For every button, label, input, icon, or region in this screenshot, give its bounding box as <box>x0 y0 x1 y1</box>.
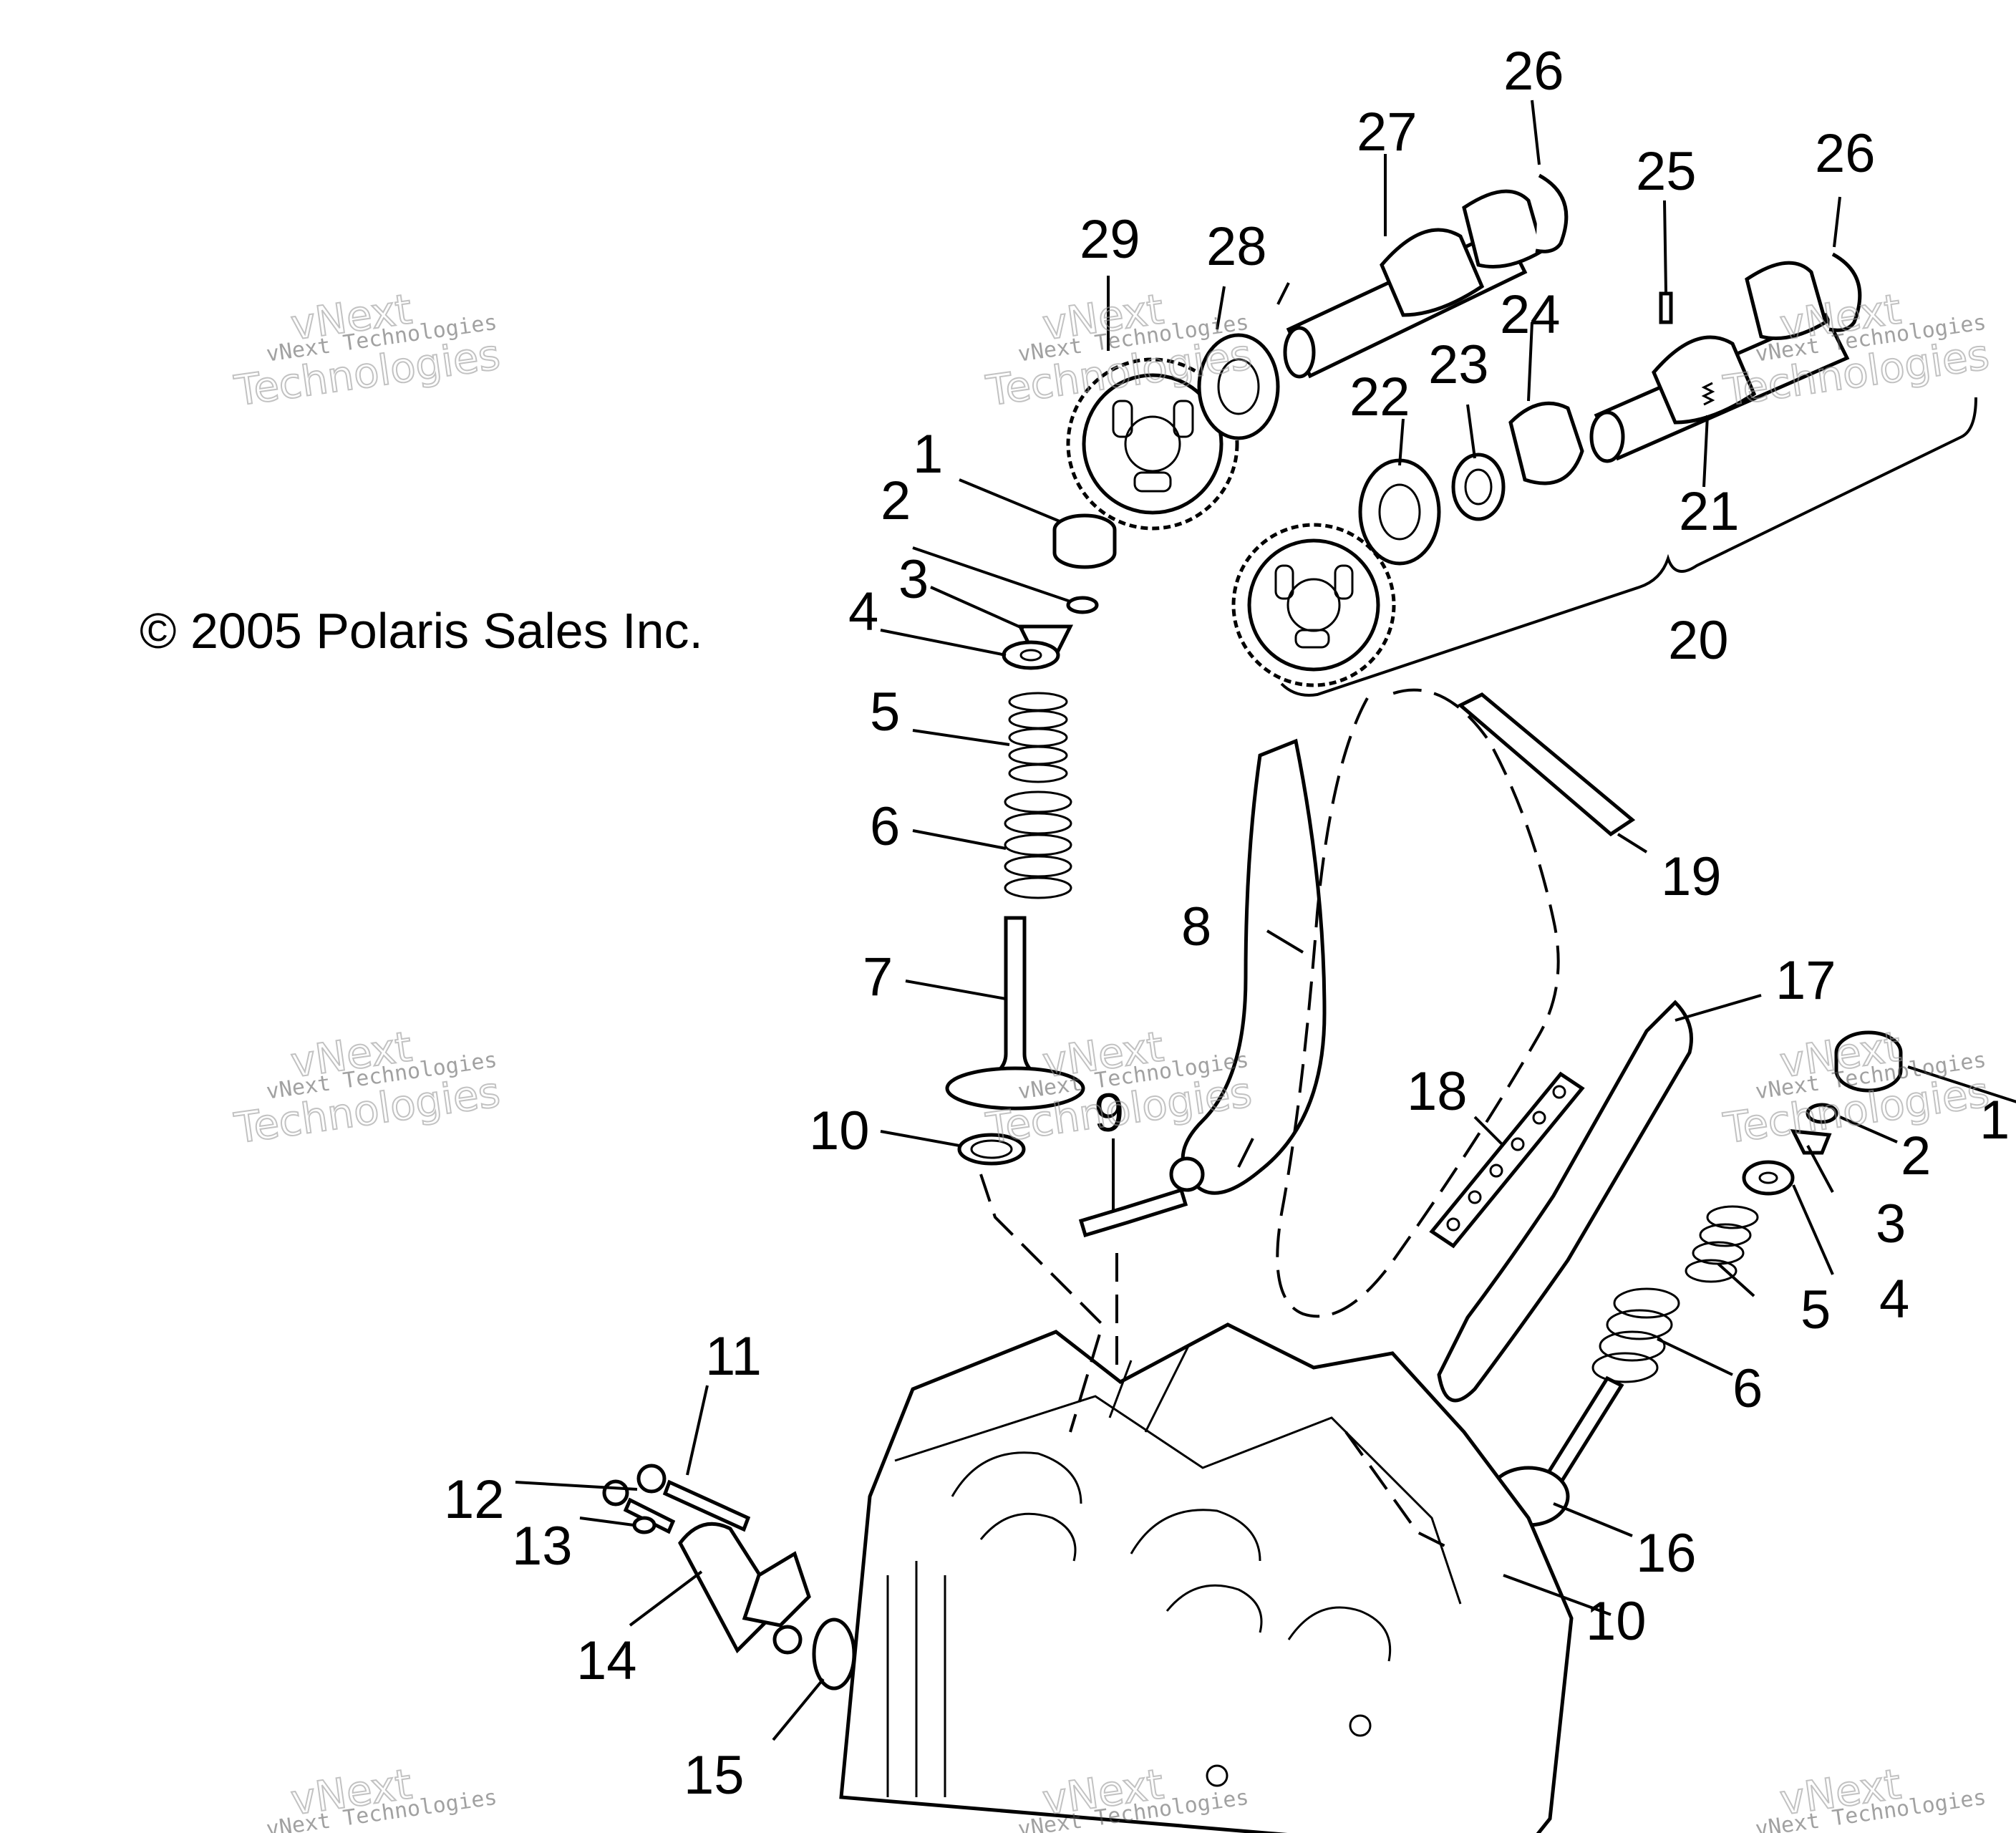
watermark: vNext vNext Technologies Technologies <box>231 1021 503 1154</box>
tensioner <box>602 1464 856 1691</box>
callout-14: 14 <box>576 1630 637 1691</box>
cylinder-head <box>839 1322 1574 1833</box>
left-valve-stack <box>945 513 1117 1166</box>
callout-19: 19 <box>1661 846 1722 907</box>
callout-3-right: 3 <box>1876 1194 1906 1254</box>
watermark: vNext vNext Technologies <box>265 1759 499 1833</box>
callout-7: 7 <box>863 947 893 1007</box>
watermark: vNext vNext Technologies <box>1754 1759 1988 1833</box>
pin <box>1659 291 1673 324</box>
callout-16: 16 <box>1636 1523 1697 1584</box>
callout-9: 9 <box>1094 1083 1124 1143</box>
callout-13: 13 <box>512 1516 573 1577</box>
callout-28: 28 <box>1206 216 1267 277</box>
callout-10-right: 10 <box>1586 1591 1647 1652</box>
bearings <box>1197 333 1506 566</box>
pivot-bolt <box>1078 1187 1188 1238</box>
watermark: vNext vNext Technologies Technologies <box>1720 1021 1992 1154</box>
callout-26-lower: 26 <box>1815 123 1876 184</box>
cam-gear-upper <box>1066 357 1239 531</box>
camshaft-lower <box>1589 261 1850 463</box>
decompressor <box>1508 401 1584 485</box>
callout-27: 27 <box>1357 102 1418 163</box>
callout-10-left: 10 <box>809 1101 870 1161</box>
callout-26-upper: 26 <box>1503 41 1564 102</box>
callout-1: 1 <box>913 424 943 485</box>
callout-22: 22 <box>1349 367 1410 427</box>
callout-5-right: 5 <box>1801 1280 1831 1340</box>
watermark: vNext vNext Technologies Technologies <box>231 284 503 416</box>
upper-guide <box>1457 692 1636 837</box>
cam-gear-lower <box>1231 523 1396 687</box>
copyright-text: © 2005 Polaris Sales Inc. <box>140 603 703 659</box>
callout-24: 24 <box>1500 284 1561 345</box>
callout-6-right: 6 <box>1732 1358 1763 1419</box>
callout-5: 5 <box>870 682 900 743</box>
timing-chain <box>1276 688 1560 1318</box>
callout-4: 4 <box>848 581 878 642</box>
callout-11: 11 <box>705 1326 762 1387</box>
callout-3: 3 <box>898 549 929 610</box>
leaders <box>515 100 2016 1741</box>
callout-17: 17 <box>1775 950 1836 1011</box>
watermark: vNext vNext Technologies Technologies <box>982 1021 1255 1154</box>
callout-2-right: 2 <box>1901 1126 1931 1186</box>
tensioner-guide <box>1437 1000 1693 1403</box>
drawing <box>602 173 1977 1833</box>
callout-2: 2 <box>881 470 911 531</box>
callout-15: 15 <box>684 1745 745 1806</box>
assembly-brace <box>1280 397 1977 697</box>
callout-29: 29 <box>1080 209 1140 270</box>
callout-21: 21 <box>1679 481 1740 542</box>
clip-upper <box>1535 173 1569 253</box>
callout-4-right: 4 <box>1879 1269 1909 1330</box>
chain-guide <box>1181 738 1327 1195</box>
callout-23: 23 <box>1428 334 1489 395</box>
assembly-paths <box>979 1174 1447 1548</box>
camshaft-upper <box>1283 189 1545 379</box>
callout-20: 20 <box>1668 610 1729 671</box>
callout-1-right: 1 <box>1979 1090 2010 1151</box>
callout-6: 6 <box>870 796 900 857</box>
callout-12: 12 <box>444 1469 505 1530</box>
spring-small <box>1701 382 1715 406</box>
callout-18: 18 <box>1407 1061 1468 1122</box>
callout-8: 8 <box>1181 896 1211 957</box>
callout-labels: 1 2 3 4 5 6 7 8 9 10 10 11 12 13 14 15 1… <box>444 41 2010 1806</box>
clip-lower <box>1828 252 1862 332</box>
callout-25: 25 <box>1636 141 1697 202</box>
